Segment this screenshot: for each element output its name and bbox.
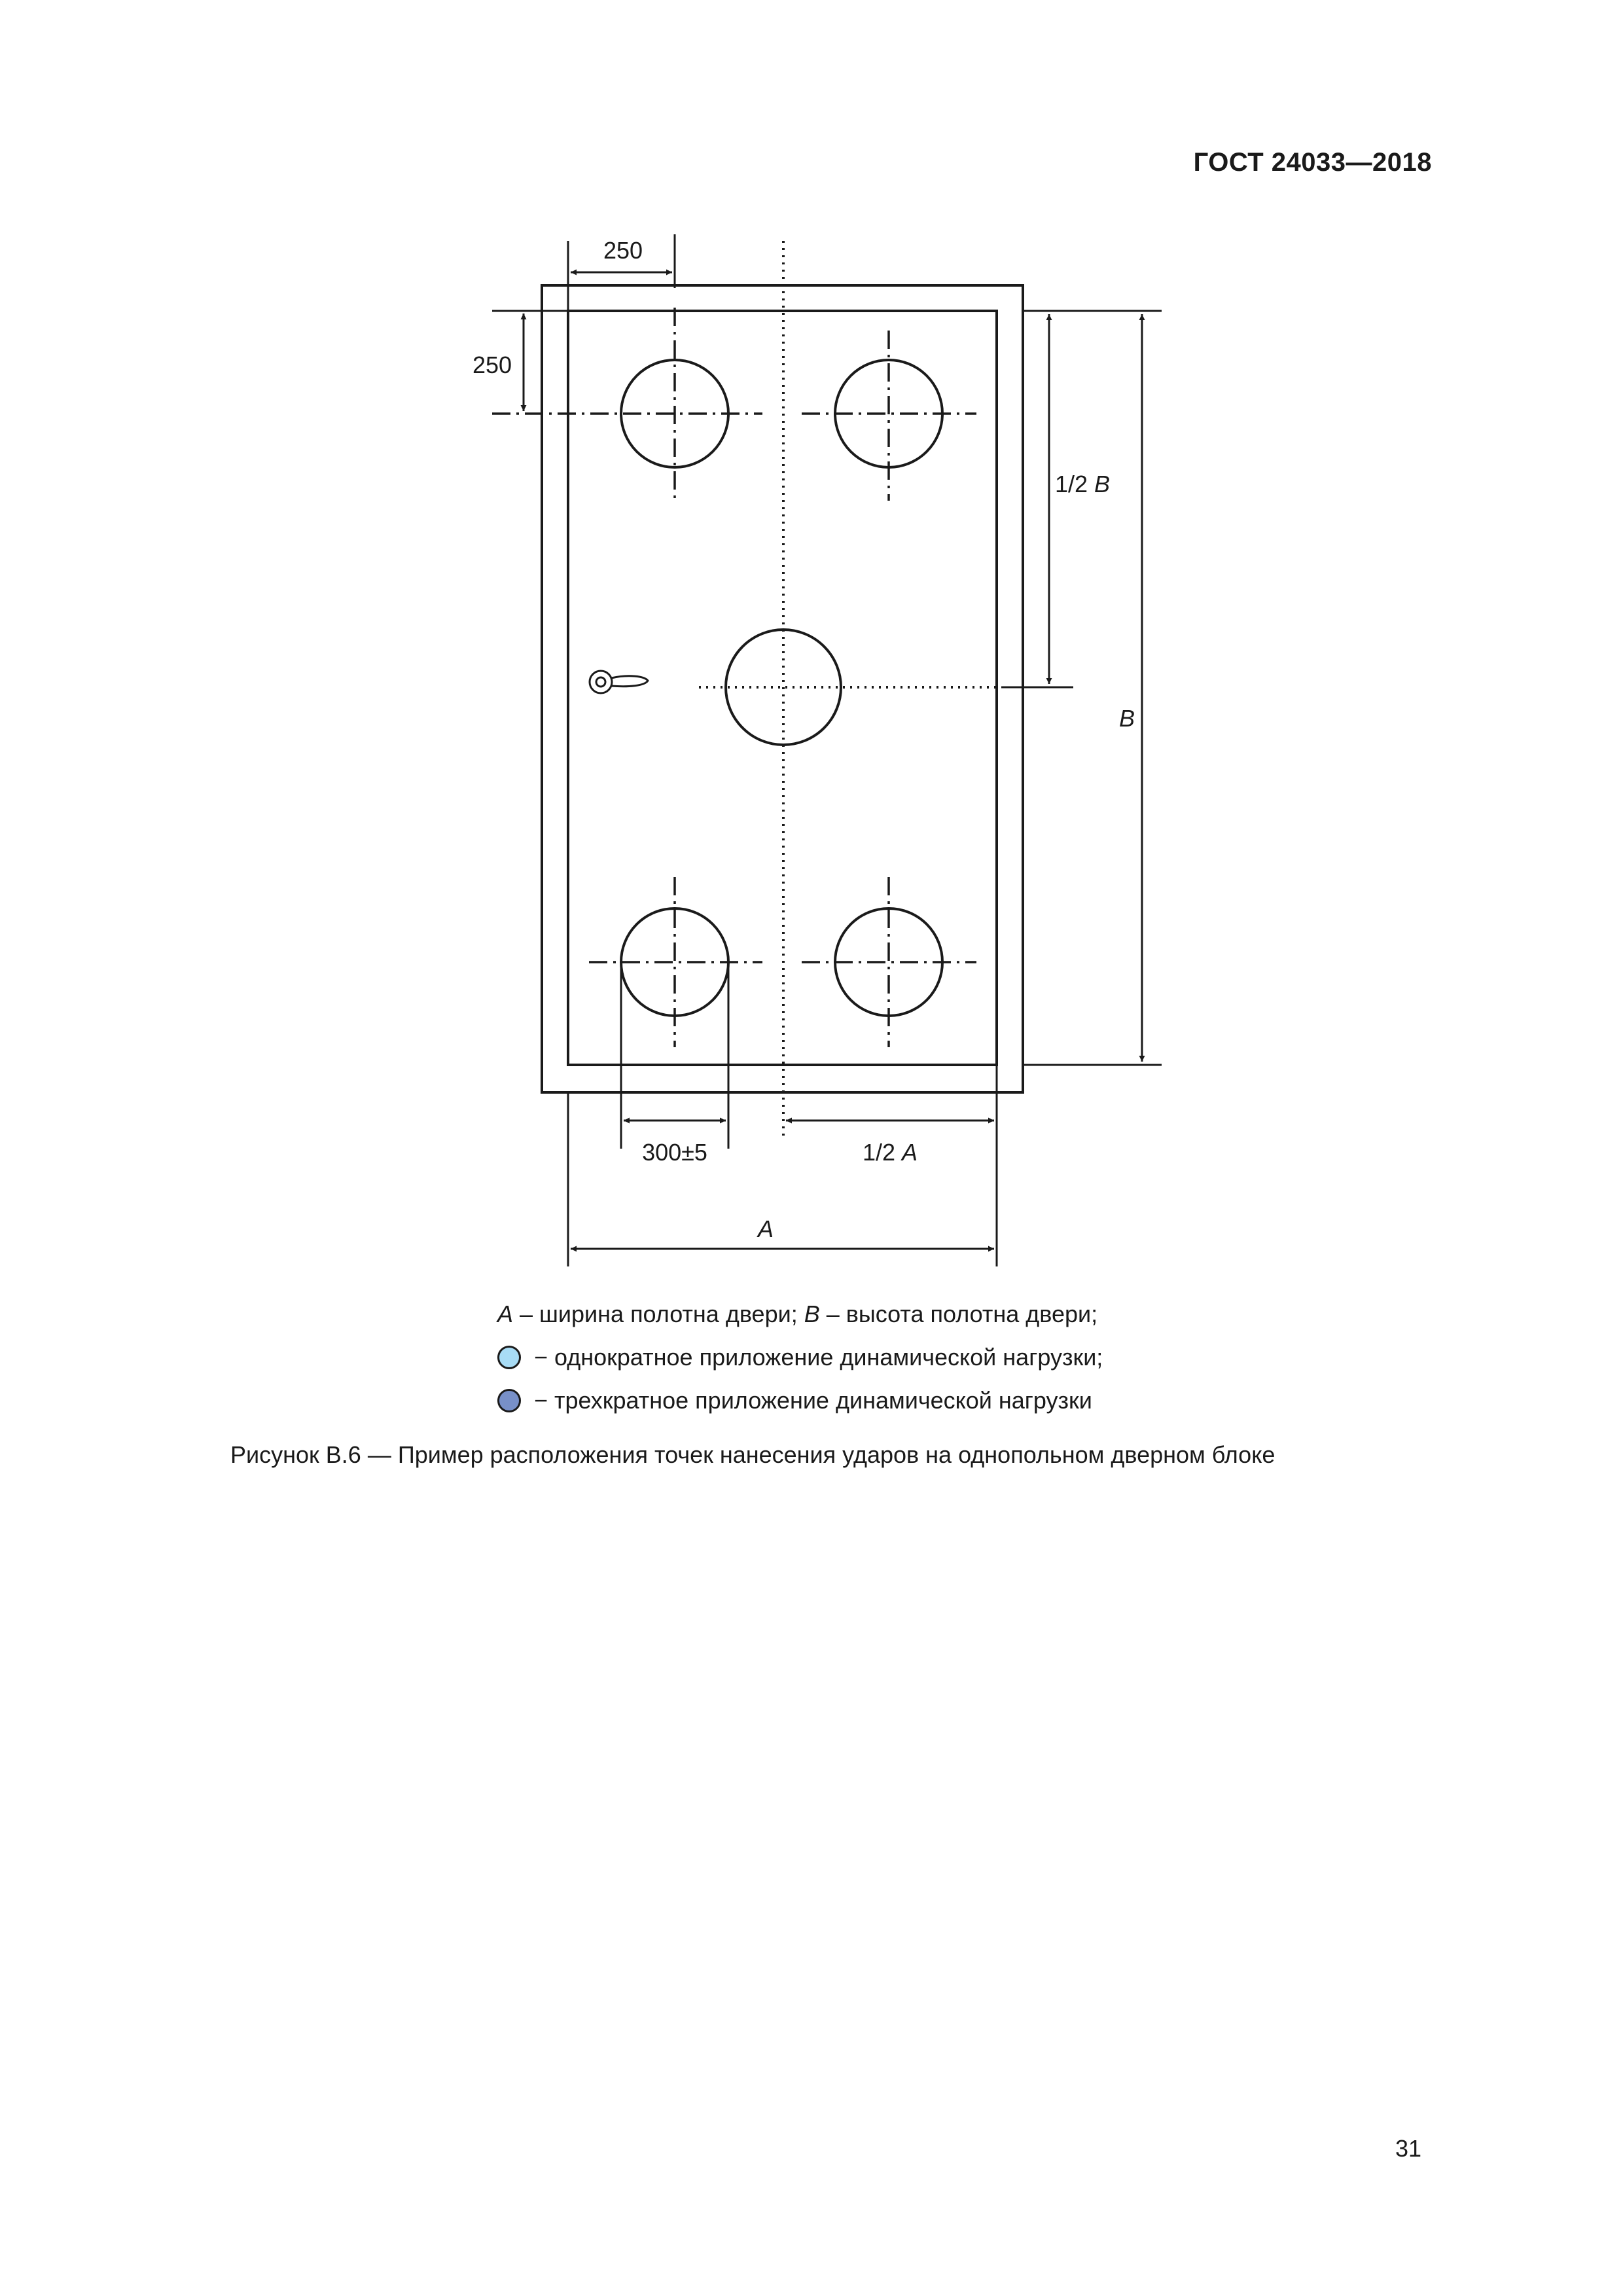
legend-triple-text: − трехкратное приложение динамической на…	[534, 1387, 1092, 1414]
dim-width: 300±5 1/2 A A	[567, 962, 998, 1266]
dim-height-label: B	[1119, 705, 1135, 732]
legend-variables: A – ширина полотна двери; B – высота пол…	[497, 1293, 1103, 1336]
crosshairs	[492, 308, 976, 1047]
door-impact-diagram: .ln { stroke: #1a1a1a; stroke-width: 4; …	[473, 234, 1162, 1266]
page-number: 31	[1395, 2135, 1421, 2162]
dim-left-offset-label: 250	[603, 237, 643, 264]
legend-a-var: A	[497, 1300, 514, 1327]
impact-point-center	[724, 628, 842, 746]
legend-single-impact: − однократное приложение динамической на…	[497, 1336, 1103, 1379]
light-blue-circle-icon	[497, 1346, 521, 1369]
door-leaf	[567, 310, 998, 1066]
dim-left-offset: 250	[567, 234, 676, 311]
dim-half-width-label: 1/2 A	[863, 1139, 918, 1166]
legend: A – ширина полотна двери; B – высота пол…	[497, 1293, 1103, 1422]
standard-header: ГОСТ 24033—2018	[1193, 148, 1432, 177]
legend-a-text: – ширина полотна двери;	[513, 1300, 804, 1327]
dim-diameter-label: 300±5	[642, 1139, 707, 1166]
legend-b-text: – высота полотна двери;	[819, 1300, 1098, 1327]
dim-top-offset-label: 250	[473, 351, 512, 378]
legend-single-text: − однократное приложение динамической на…	[534, 1344, 1103, 1371]
door-handle-icon	[588, 670, 649, 694]
dim-height: 1/2 B B	[1001, 310, 1162, 1066]
dark-blue-circle-icon	[497, 1389, 521, 1412]
figure-caption: Рисунок В.6 — Пример расположения точек …	[230, 1441, 1275, 1468]
dim-width-label: A	[757, 1215, 774, 1242]
legend-b-var: B	[804, 1300, 820, 1327]
legend-triple-impact: − трехкратное приложение динамической на…	[497, 1379, 1103, 1422]
dim-half-height-label: 1/2 B	[1055, 471, 1110, 497]
dim-top-offset: 250	[473, 310, 569, 411]
